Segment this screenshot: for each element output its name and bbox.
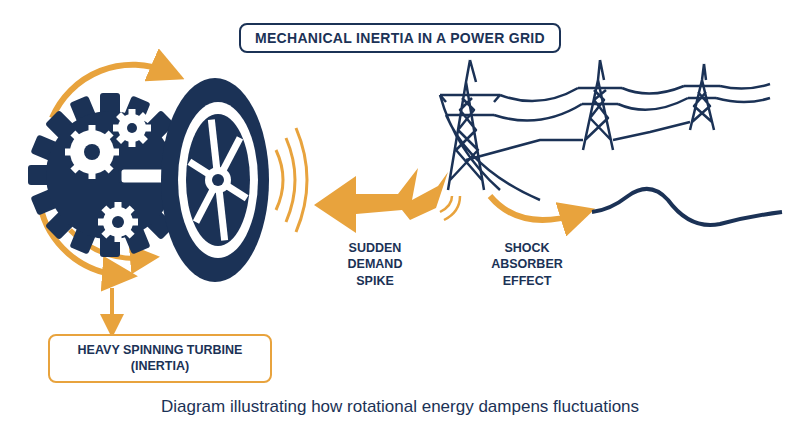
small-gear: [70, 130, 114, 174]
pointer-arrow: [110, 288, 114, 326]
rotation-arrow: [52, 65, 168, 118]
smoothed-wave: [592, 189, 782, 225]
vibration-wave: [276, 150, 283, 210]
title-box: MECHANICAL INERTIA IN A POWER GRID: [239, 23, 561, 53]
title: MECHANICAL INERTIA IN A POWER GRID: [255, 30, 545, 46]
spike-label: SUDDEN DEMAND SPIKE: [332, 240, 418, 289]
transmission-towers: [440, 60, 770, 200]
damping-arrow: [490, 196, 578, 220]
label-box: HEAVY SPINNING TURBINE (INERTIA): [48, 334, 272, 383]
spike-arrow: [314, 168, 448, 233]
node-text: HEAVY SPINNING TURBINE (INERTIA): [60, 342, 260, 375]
turbine-wheel: [161, 78, 269, 282]
effect-label: SHOCK ABSORBER EFFECT: [484, 240, 570, 289]
caption: Diagram illustrating how rotational ener…: [0, 397, 800, 417]
